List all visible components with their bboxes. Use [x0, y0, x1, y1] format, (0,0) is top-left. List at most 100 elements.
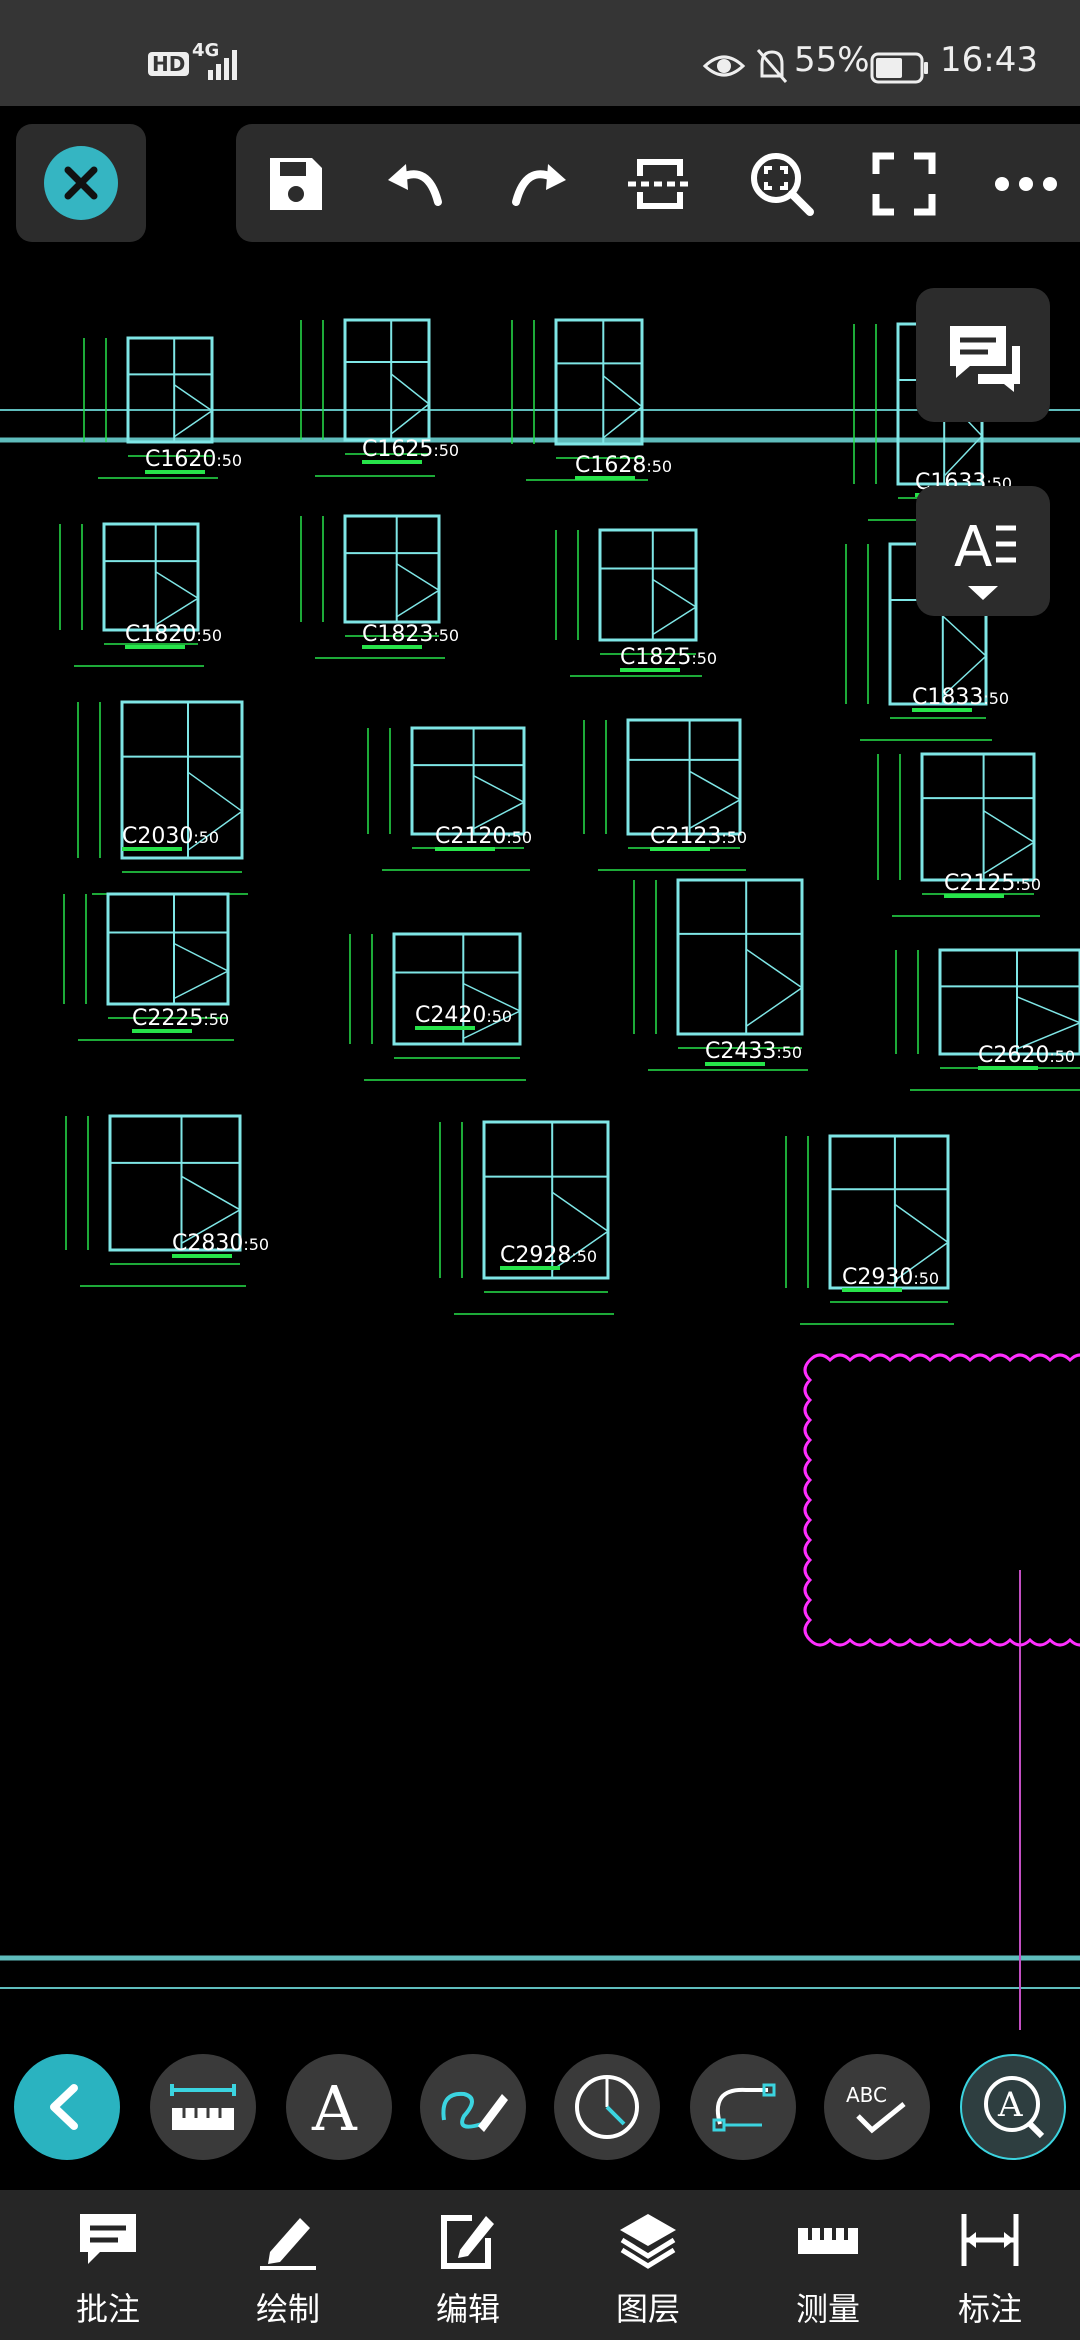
- window-label: C2433:50: [705, 1039, 802, 1064]
- fullscreen-icon[interactable]: [864, 144, 944, 224]
- window-scale: :50: [691, 649, 717, 668]
- measure-icon: [798, 2228, 858, 2254]
- svg-text:A: A: [954, 515, 992, 580]
- window-elevation: [59, 522, 204, 667]
- window-scale: :50: [646, 457, 672, 476]
- window-elevation: [83, 336, 218, 479]
- polyline-icon: [712, 2083, 776, 2132]
- window-scale: :50: [506, 828, 532, 847]
- nav-measure[interactable]: 测量: [738, 2190, 918, 2340]
- network-indicator: 4G: [192, 40, 220, 61]
- draw-icon: [260, 2218, 316, 2270]
- window-label: C1823:50: [362, 622, 459, 647]
- close-icon: [64, 166, 98, 200]
- find-text-tool[interactable]: A: [960, 2054, 1066, 2160]
- nav-label: 批注: [75, 2290, 140, 2328]
- window-elevation: [63, 892, 234, 1041]
- window-label: C2120:50: [435, 824, 532, 849]
- spell-check-icon: ABC: [846, 2083, 906, 2134]
- window-scale: :50: [203, 1010, 229, 1029]
- svg-text:ABC: ABC: [846, 2083, 887, 2107]
- nav-layers[interactable]: 图层: [558, 2190, 738, 2340]
- measure-length-icon: [170, 2084, 236, 2130]
- window-scale: :50: [983, 689, 1009, 708]
- status-bar: HD 4G 55% 16:43: [0, 0, 1080, 106]
- window-scale: :50: [433, 441, 459, 460]
- nav-label: 标注: [957, 2290, 1022, 2328]
- window-elevation: [785, 1134, 954, 1325]
- window-label: C1625:50: [362, 437, 459, 462]
- window-label: C1628:50: [575, 453, 672, 478]
- window-elevation: [439, 1120, 614, 1315]
- window-scale: :50: [776, 1043, 802, 1062]
- dimension-icon: [961, 2214, 1019, 2266]
- back-icon: [50, 2084, 78, 2130]
- mute-icon: [756, 49, 788, 83]
- nav-label: 图层: [615, 2290, 680, 2328]
- svg-text:A: A: [997, 2085, 1023, 2125]
- more-icon[interactable]: [986, 144, 1066, 224]
- nav-dimension[interactable]: 标注: [900, 2190, 1080, 2340]
- window-label: C2420:50: [415, 1003, 512, 1028]
- window-label: C2225:50: [132, 1006, 229, 1031]
- zoom-window-icon[interactable]: [742, 144, 822, 224]
- edit-icon: [441, 2215, 494, 2269]
- nav-annotation[interactable]: 批注: [18, 2190, 198, 2340]
- window-elevation: [367, 726, 530, 871]
- window-elevation: [77, 700, 248, 895]
- window-scale: :50: [216, 451, 242, 470]
- window-elevation: [555, 528, 702, 677]
- window-label: C1825:50: [620, 645, 717, 670]
- svg-text:A: A: [311, 2072, 358, 2145]
- measure-length-tool[interactable]: [150, 2054, 256, 2160]
- spell-check-tool[interactable]: ABC: [824, 2054, 930, 2160]
- window-label: C2030:50: [122, 824, 219, 849]
- sketch-tool[interactable]: [420, 2054, 526, 2160]
- undo-icon[interactable]: [376, 144, 456, 224]
- window-label: C2928:50: [500, 1243, 597, 1268]
- comments-button[interactable]: [916, 288, 1050, 422]
- text-tool[interactable]: A: [286, 2054, 392, 2160]
- annotation-icon: [80, 2214, 136, 2264]
- back-tool-button[interactable]: [14, 2054, 120, 2160]
- section-cut-icon[interactable]: [620, 144, 700, 224]
- window-scale: :50: [243, 1235, 269, 1254]
- nav-label: 测量: [795, 2290, 860, 2328]
- bottom-navigation: 批注 绘制 编辑 图层 测量: [0, 2190, 1080, 2340]
- window-scale: :50: [193, 828, 219, 847]
- save-icon[interactable]: [256, 144, 336, 224]
- window-elevation: [511, 318, 648, 481]
- signal-icon: [208, 50, 237, 80]
- text-style-button[interactable]: A: [916, 486, 1050, 616]
- angle-tool[interactable]: [554, 2054, 660, 2160]
- redo-icon[interactable]: [498, 144, 578, 224]
- angle-icon: [575, 2075, 639, 2139]
- window-elevation: [583, 718, 746, 871]
- comments-icon: [950, 326, 1020, 392]
- window-elevation: [633, 878, 808, 1071]
- text-style-icon: A: [954, 515, 1016, 600]
- window-label: C1820:50: [125, 622, 222, 647]
- nav-edit[interactable]: 编辑: [378, 2190, 558, 2340]
- window-elevation: [65, 1114, 246, 1287]
- window-scale: :50: [433, 626, 459, 645]
- nav-draw[interactable]: 绘制: [198, 2190, 378, 2340]
- window-label: C1833:50: [912, 685, 1009, 710]
- window-scale: :50: [1015, 875, 1041, 894]
- window-label: C2930:50: [842, 1265, 939, 1290]
- top-toolbar: [236, 124, 1080, 242]
- window-label: C2830:50: [172, 1231, 269, 1256]
- close-button[interactable]: [16, 124, 146, 242]
- window-scale: :50: [913, 1269, 939, 1288]
- window-label: C2125:50: [944, 871, 1041, 896]
- polyline-tool[interactable]: [690, 2054, 796, 2160]
- nav-label: 编辑: [435, 2290, 500, 2328]
- window-label: C1620:50: [145, 447, 242, 472]
- window-elevation: [349, 932, 526, 1081]
- sketch-icon: [441, 2091, 508, 2132]
- text-tool-icon: A: [311, 2072, 358, 2145]
- window-scale: :50: [571, 1247, 597, 1266]
- window-scale: :50: [196, 626, 222, 645]
- revision-cloud: [803, 1353, 1080, 1647]
